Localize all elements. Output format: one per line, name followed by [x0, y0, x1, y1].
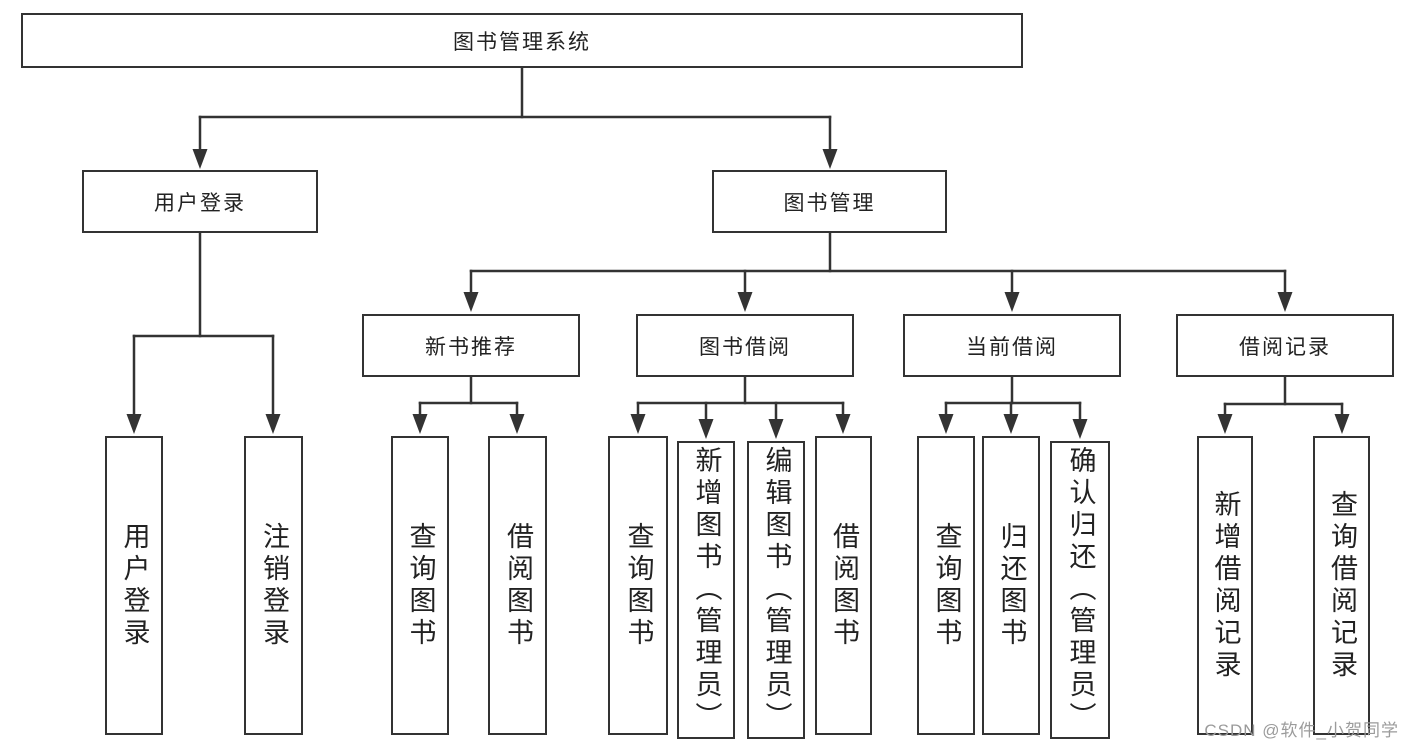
- node-label: 用户登录: [154, 191, 246, 215]
- node-root: 图书管理系统: [21, 13, 1023, 68]
- node-label: 用户登录: [119, 521, 150, 650]
- node-label: 图书管理系统: [453, 30, 591, 54]
- node-label: 借阅图书: [503, 521, 533, 650]
- node-label: 新增图书（管理员）: [691, 446, 722, 734]
- node-label: 注销登录: [259, 521, 289, 650]
- node-label: 编辑图书（管理员）: [761, 446, 792, 734]
- node-label: 查询借阅记录: [1327, 489, 1357, 682]
- leaf-current-query-books: 查询图书: [917, 436, 975, 735]
- node-label: 查询图书: [623, 521, 654, 650]
- node-new-book-recommend: 新书推荐: [362, 314, 580, 377]
- node-label: 图书管理: [783, 191, 876, 215]
- node-label: 借阅图书: [829, 521, 859, 650]
- node-label: 确认归还（管理员）: [1065, 446, 1096, 734]
- leaf-borrow-edit-books-admin: 编辑图书（管理员）: [747, 441, 805, 739]
- leaf-borrow-borrow-books: 借阅图书: [815, 436, 872, 735]
- node-label: 图书借阅: [699, 335, 791, 359]
- node-user-login: 用户登录: [82, 170, 318, 233]
- leaf-borrow-query-books: 查询图书: [608, 436, 668, 735]
- node-label: 新书推荐: [425, 335, 517, 359]
- leaf-newbook-borrow-books: 借阅图书: [488, 436, 547, 735]
- leaf-current-confirm-return-admin: 确认归还（管理员）: [1050, 441, 1110, 739]
- leaf-records-add-record: 新增借阅记录: [1197, 436, 1253, 735]
- node-borrow-records: 借阅记录: [1176, 314, 1394, 377]
- leaf-user-login: 用户登录: [105, 436, 163, 735]
- node-label: 查询图书: [931, 521, 962, 650]
- leaf-current-return-books: 归还图书: [982, 436, 1040, 735]
- leaf-borrow-add-books-admin: 新增图书（管理员）: [677, 441, 735, 739]
- node-label: 借阅记录: [1239, 335, 1331, 359]
- node-label: 查询图书: [405, 521, 436, 650]
- node-book-borrow: 图书借阅: [636, 314, 854, 377]
- node-label: 当前借阅: [966, 335, 1058, 359]
- leaf-logout: 注销登录: [244, 436, 303, 735]
- node-current-borrow: 当前借阅: [903, 314, 1121, 377]
- node-label: 归还图书: [996, 521, 1027, 650]
- node-label: 新增借阅记录: [1210, 489, 1241, 682]
- leaf-newbook-query-books: 查询图书: [391, 436, 449, 735]
- node-book-management: 图书管理: [712, 170, 947, 233]
- leaf-records-query-record: 查询借阅记录: [1313, 436, 1370, 735]
- watermark: CSDN @软件_小贺同学: [1204, 721, 1399, 740]
